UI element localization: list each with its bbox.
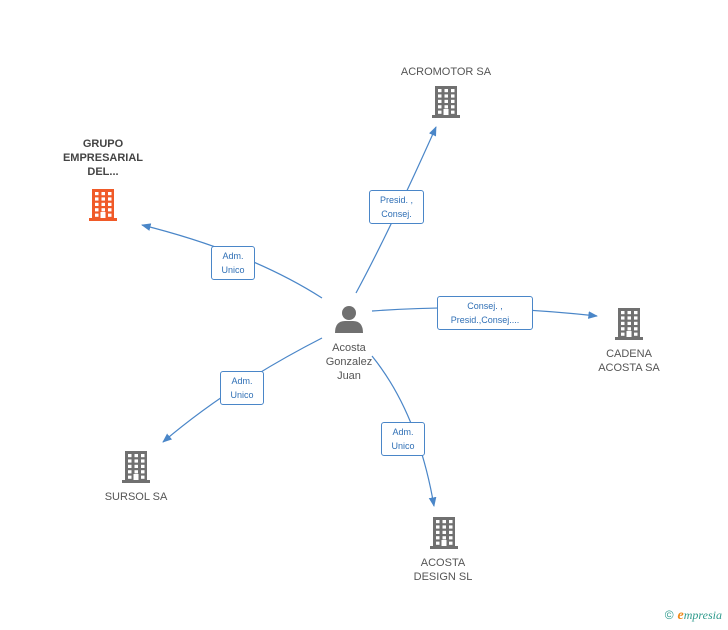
building-icon-sursol[interactable] (122, 451, 150, 483)
edge-label-design[interactable]: Adm. Unico (381, 422, 425, 456)
building-icon-acromotor[interactable] (432, 86, 460, 118)
edge-label-cadena[interactable]: Consej. , Presid.,Consej.... (437, 296, 533, 330)
company-label-grupo[interactable]: GRUPO EMPRESARIAL DEL... (62, 138, 144, 178)
edge-label-sursol[interactable]: Adm. Unico (220, 371, 264, 405)
company-label-design[interactable]: ACOSTA DESIGN SL (413, 557, 473, 583)
company-label-sursol[interactable]: SURSOL SA (104, 491, 168, 503)
copyright-symbol: © (664, 608, 674, 622)
building-icon-design[interactable] (430, 517, 458, 549)
building-icon-cadena[interactable] (615, 308, 643, 340)
edge-label-grupo[interactable]: Adm. Unico (211, 246, 255, 280)
company-label-acromotor[interactable]: ACROMOTOR SA (400, 66, 492, 78)
brand-initial: e (677, 608, 684, 623)
building-icon-grupo[interactable] (89, 189, 117, 221)
brand-name: mpresia (683, 608, 722, 622)
company-label-cadena[interactable]: CADENA ACOSTA SA (598, 348, 660, 374)
person-label[interactable]: Acosta Gonzalez Juan (325, 342, 373, 382)
edge-label-acromotor[interactable]: Presid. , Consej. (369, 190, 424, 224)
person-icon[interactable] (335, 306, 363, 333)
copyright-footer: ©empresia (665, 608, 722, 624)
